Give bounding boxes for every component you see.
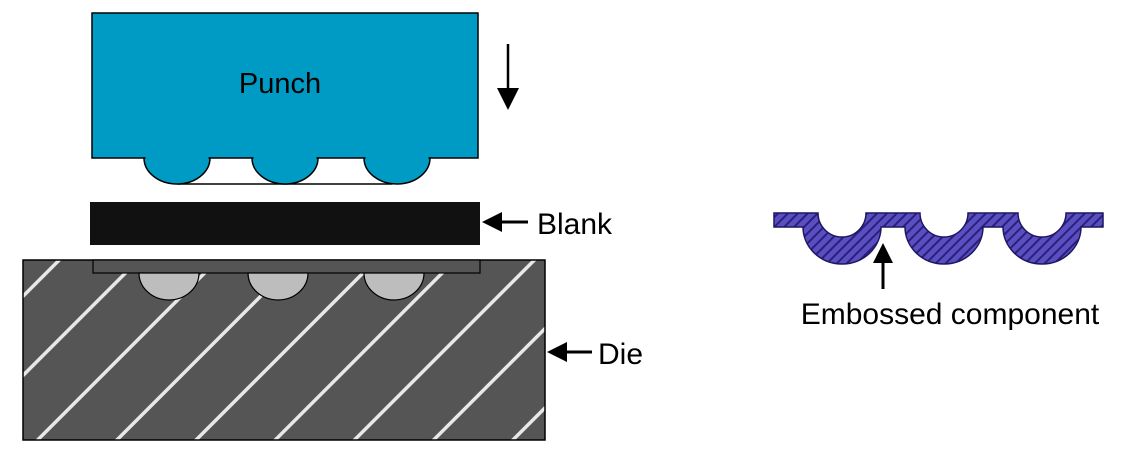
arrow-left-icon xyxy=(547,342,592,362)
punch-bump-1 xyxy=(143,157,211,185)
arrow-down-icon xyxy=(497,44,519,110)
blank-plate xyxy=(90,202,480,245)
embossed-component: Embossed component xyxy=(773,212,1104,331)
die-cavity-3 xyxy=(363,272,425,301)
punch-label: Punch xyxy=(239,68,321,100)
blank-label: Blank xyxy=(537,208,613,241)
punch: Punch xyxy=(91,12,479,185)
punch-bump-3 xyxy=(363,157,431,185)
blank: Blank xyxy=(90,202,613,245)
arrow-up-icon xyxy=(873,243,893,289)
die-cavity-2 xyxy=(247,272,309,301)
embossed-component-label: Embossed component xyxy=(801,298,1100,331)
die-cavity-1 xyxy=(138,272,200,301)
embossed-component-profile xyxy=(773,212,1104,265)
die: Die xyxy=(22,259,643,441)
punch-bump-2 xyxy=(251,157,319,185)
die-recess xyxy=(92,259,481,274)
die-label: Die xyxy=(598,338,643,371)
punch-body xyxy=(91,12,479,159)
arrow-left-icon xyxy=(482,212,528,232)
